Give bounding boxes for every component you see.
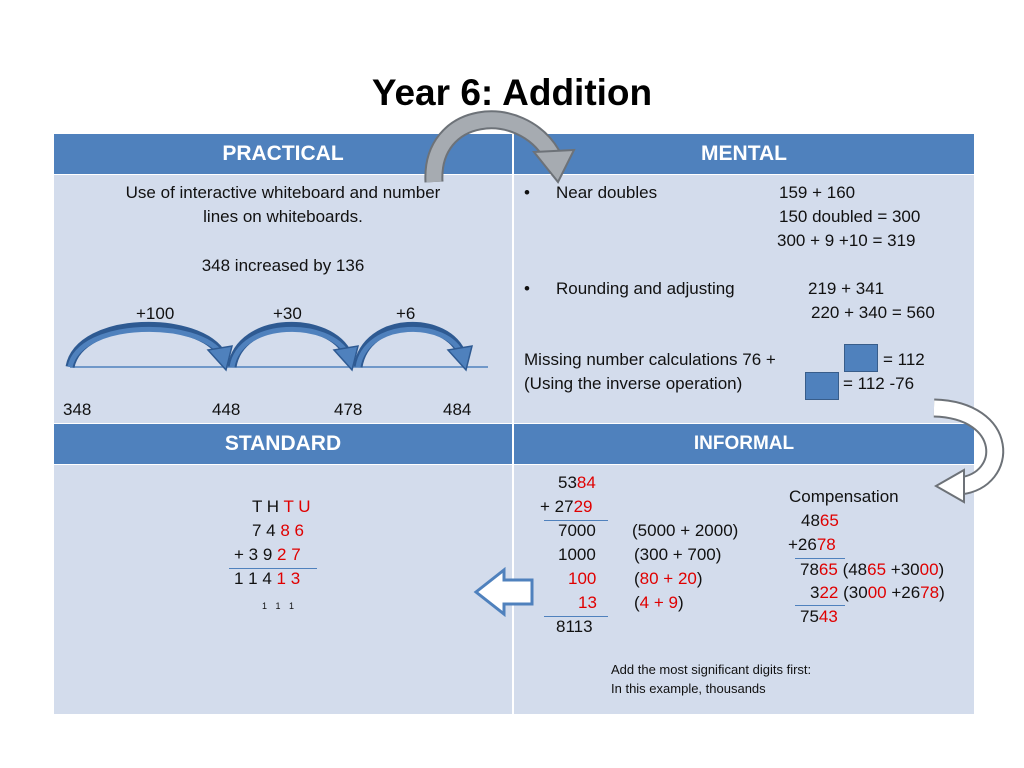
informal-total-line bbox=[544, 616, 608, 617]
jump-label-30: +30 bbox=[273, 304, 302, 323]
number-point-478: 478 bbox=[334, 400, 363, 419]
compensation-number2: +2678 bbox=[788, 535, 836, 554]
rounding-label: Rounding and adjusting bbox=[556, 279, 735, 298]
number-point-484: 484 bbox=[443, 400, 472, 419]
header-mental: MENTAL bbox=[514, 134, 974, 174]
cell-mental bbox=[514, 175, 974, 423]
bullet-icon: • bbox=[524, 279, 530, 298]
missing-number-line2-a: (Using the inverse operation) bbox=[524, 374, 743, 393]
compensation-step1: 7865 (4865 +3000) bbox=[800, 560, 945, 579]
cell-standard bbox=[54, 465, 512, 714]
compensation-step2: 322 (3000 +2678) bbox=[810, 583, 945, 602]
near-doubles-line2: 150 doubled = 300 bbox=[779, 207, 921, 226]
standard-row2: + 3 9 2 7 bbox=[234, 545, 301, 564]
missing-number-line1-a: Missing number calculations 76 + bbox=[524, 350, 776, 369]
informal-number2: + 2729 bbox=[540, 497, 593, 516]
left-arrow-icon bbox=[473, 566, 534, 618]
cell-practical bbox=[54, 175, 512, 423]
informal-note-line1: Add the most significant digits first: bbox=[611, 662, 812, 677]
partial-tens-note: (80 + 20) bbox=[634, 569, 703, 588]
curved-arrow-icon bbox=[424, 110, 576, 184]
column-headings: T H T U bbox=[252, 497, 311, 516]
missing-number-line2-b: = 112 -76 bbox=[843, 374, 915, 393]
number-point-448: 448 bbox=[212, 400, 241, 419]
number-point-348: 348 bbox=[63, 400, 92, 419]
rounding-line2: 220 + 340 = 560 bbox=[811, 303, 935, 322]
practical-statement: 348 increased by 136 bbox=[201, 256, 365, 275]
practical-text-line2: lines on whiteboards. bbox=[203, 207, 363, 226]
answer-line bbox=[229, 568, 317, 569]
jump-label-6: +6 bbox=[396, 304, 416, 323]
partial-thousands-note: (5000 + 2000) bbox=[632, 521, 739, 540]
jump-label-100: +100 bbox=[136, 304, 175, 323]
compensation-total-line bbox=[795, 605, 845, 606]
jump-arc-100 bbox=[65, 321, 234, 372]
page-title: Year 6: Addition bbox=[371, 72, 653, 113]
missing-number-box bbox=[844, 344, 878, 372]
partial-units: 13 bbox=[578, 593, 597, 612]
informal-underline bbox=[544, 520, 608, 521]
header-standard: STANDARD bbox=[54, 424, 512, 464]
jump-arc-30 bbox=[227, 322, 360, 372]
near-doubles-label: Near doubles bbox=[556, 183, 658, 202]
partial-units-note: (4 + 9) bbox=[634, 593, 684, 612]
informal-total: 8113 bbox=[556, 617, 593, 636]
compensation-number1: 4865 bbox=[801, 511, 839, 530]
curved-arrow-icon bbox=[933, 398, 1005, 504]
partial-thousands: 7000 bbox=[558, 521, 596, 540]
practical-text-line1: Use of interactive whiteboard and number bbox=[125, 183, 441, 202]
cell-informal bbox=[514, 465, 974, 714]
compensation-underline bbox=[795, 558, 845, 559]
near-doubles-line3: 300 + 9 +10 = 319 bbox=[777, 231, 916, 250]
standard-row1: 7 4 8 6 bbox=[252, 521, 304, 540]
header-informal: INFORMAL bbox=[514, 424, 974, 464]
missing-number-line1-b: = 112 bbox=[883, 350, 925, 369]
near-doubles-line1: 159 + 160 bbox=[779, 183, 856, 202]
compensation-label: Compensation bbox=[789, 487, 899, 506]
missing-number-box bbox=[805, 372, 839, 400]
partial-tens: 100 bbox=[568, 569, 597, 588]
rounding-line1: 219 + 341 bbox=[808, 279, 885, 298]
carry-digits: 1 1 1 bbox=[262, 601, 298, 611]
bullet-icon: • bbox=[524, 183, 530, 202]
informal-number1: 5384 bbox=[558, 473, 596, 492]
partial-hundreds: 1000 bbox=[558, 545, 596, 564]
informal-note-line2: In this example, thousands bbox=[611, 681, 766, 696]
standard-answer: 1 1 4 1 3 bbox=[234, 569, 301, 588]
jump-arc-6 bbox=[353, 322, 474, 372]
compensation-total: 7543 bbox=[800, 607, 838, 626]
partial-hundreds-note: (300 + 700) bbox=[634, 545, 722, 564]
